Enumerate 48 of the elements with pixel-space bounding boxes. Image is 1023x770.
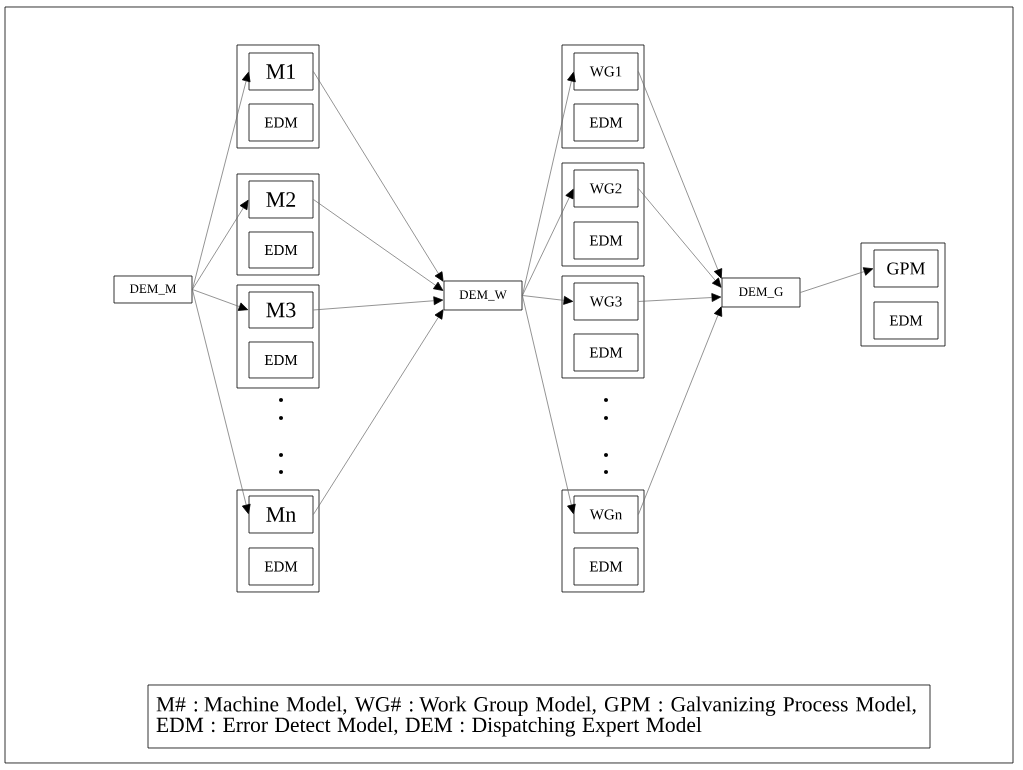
model-box: Mn <box>248 495 314 534</box>
model-group-box <box>561 489 645 593</box>
model-group-box <box>561 44 645 149</box>
model-box: WG2 <box>573 169 639 208</box>
arrow <box>192 289 249 311</box>
arrow <box>192 289 251 514</box>
model-box: WGn <box>573 495 639 534</box>
error-model-box: EDM <box>248 231 314 269</box>
arrow <box>313 199 444 291</box>
expert-model-box: DEM_M <box>113 275 193 304</box>
error-model-box: EDM <box>573 221 639 260</box>
arrow <box>522 71 576 296</box>
arrow <box>638 293 722 302</box>
error-model-box: EDM <box>873 301 939 340</box>
model-box: GPM <box>873 249 939 288</box>
arrow <box>638 306 723 515</box>
model-group-box <box>236 489 320 593</box>
arrow <box>522 188 574 296</box>
model-box: WG3 <box>573 282 639 321</box>
error-model-box: EDM <box>248 547 314 586</box>
expert-model-box: DEM_W <box>443 280 523 311</box>
arrow <box>192 71 251 290</box>
model-group-box <box>236 173 320 276</box>
arrow <box>522 295 576 514</box>
arrow <box>313 71 444 282</box>
arrow <box>638 188 722 288</box>
expert-model-box: DEM_G <box>721 277 801 308</box>
error-model-box: EDM <box>248 103 314 142</box>
model-group-box <box>236 44 320 149</box>
arrow <box>192 199 249 290</box>
model-group-box <box>236 284 320 389</box>
model-group-box <box>561 162 645 267</box>
model-box: WG1 <box>573 52 639 91</box>
model-box: M3 <box>248 291 314 329</box>
model-box: M2 <box>248 180 314 219</box>
error-model-box: EDM <box>248 341 314 379</box>
arrow <box>800 267 874 293</box>
abbreviation-box: M# : Machine Model, WG# : Work Group Model, GPM : Galvanizing Process Model, EDM : Error Detect Model, DEM : Dispatching Expert Model <box>147 684 931 749</box>
error-model-box: EDM <box>573 547 639 586</box>
model-group-box <box>561 275 645 379</box>
error-model-box: EDM <box>573 103 639 142</box>
arrow <box>313 296 444 311</box>
arrow <box>522 295 574 305</box>
model-box: M1 <box>248 52 314 91</box>
arrow <box>313 309 444 515</box>
model-group-box <box>860 242 946 347</box>
error-model-box: EDM <box>573 333 639 372</box>
arrow <box>638 71 723 279</box>
